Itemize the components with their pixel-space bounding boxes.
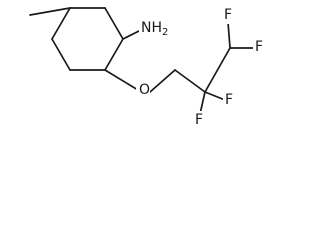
- amine-label: NH2: [139, 17, 168, 38]
- fluorine-label-right: F: [253, 38, 265, 56]
- cf2-f-bond-2: [199, 91, 206, 115]
- ring-bond-6: [51, 7, 71, 40]
- cf2-f-bond-1: [204, 91, 226, 101]
- fluorine-label-top: F: [222, 6, 234, 24]
- cyclohexane-ring: [51, 7, 124, 71]
- oxygen-label: O: [136, 80, 150, 100]
- cf2-chf2-bond: [204, 47, 231, 93]
- amine-text: NH2: [141, 20, 168, 38]
- chemical-structure-diagram: NH2 O F F F F: [29, 6, 265, 129]
- fluorine-text-top: F: [224, 7, 232, 23]
- fluorine-label-bottom: F: [193, 111, 205, 129]
- ch2-cf2-bond: [174, 69, 206, 93]
- fluorine-text-right: F: [255, 39, 263, 55]
- amine-subscript: 2: [162, 27, 168, 38]
- c-o-bond: [104, 69, 139, 91]
- oxygen-text: O: [139, 82, 150, 98]
- ring-bond-3: [104, 38, 124, 71]
- ring-bond-2: [104, 7, 124, 40]
- fluorine-text-middle: F: [225, 92, 233, 108]
- methyl-bond: [29, 7, 71, 16]
- o-ch2-bond: [149, 69, 176, 93]
- chf2-f-bond-2: [227, 21, 231, 49]
- fluorine-text-bottom: F: [195, 112, 203, 128]
- ring-bond-5: [51, 38, 71, 71]
- tetrafluoropropyl-chain: [149, 21, 256, 115]
- fluorine-label-middle: F: [223, 91, 235, 109]
